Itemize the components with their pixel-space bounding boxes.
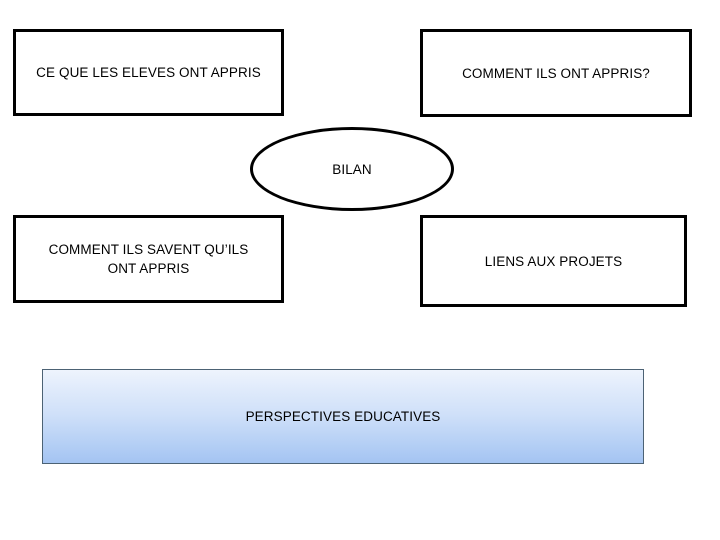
node-ce-que-les-eleves-ont-appris[interactable]: CE QUE LES ELEVES ONT APPRIS [13, 29, 284, 116]
node-label: LIENS AUX PROJETS [484, 253, 623, 269]
node-label: COMMENT ILS SAVENT QU’ILS ONT APPRIS [48, 242, 249, 276]
node-liens-aux-projets[interactable]: LIENS AUX PROJETS [420, 215, 687, 307]
node-label: BILAN [332, 161, 372, 177]
node-comment-ils-ont-appris[interactable]: COMMENT ILS ONT APPRIS? [420, 29, 692, 117]
node-label: CE QUE LES ELEVES ONT APPRIS [36, 65, 261, 80]
node-comment-ils-savent-quils-ont-appris[interactable]: COMMENT ILS SAVENT QU’ILS ONT APPRIS [13, 215, 284, 303]
banner-perspectives-educatives[interactable]: PERSPECTIVES EDUCATIVES [42, 369, 644, 464]
banner-label: PERSPECTIVES EDUCATIVES [245, 409, 441, 424]
node-label: COMMENT ILS ONT APPRIS? [462, 65, 650, 81]
node-bilan-ellipse[interactable]: BILAN [250, 127, 454, 211]
